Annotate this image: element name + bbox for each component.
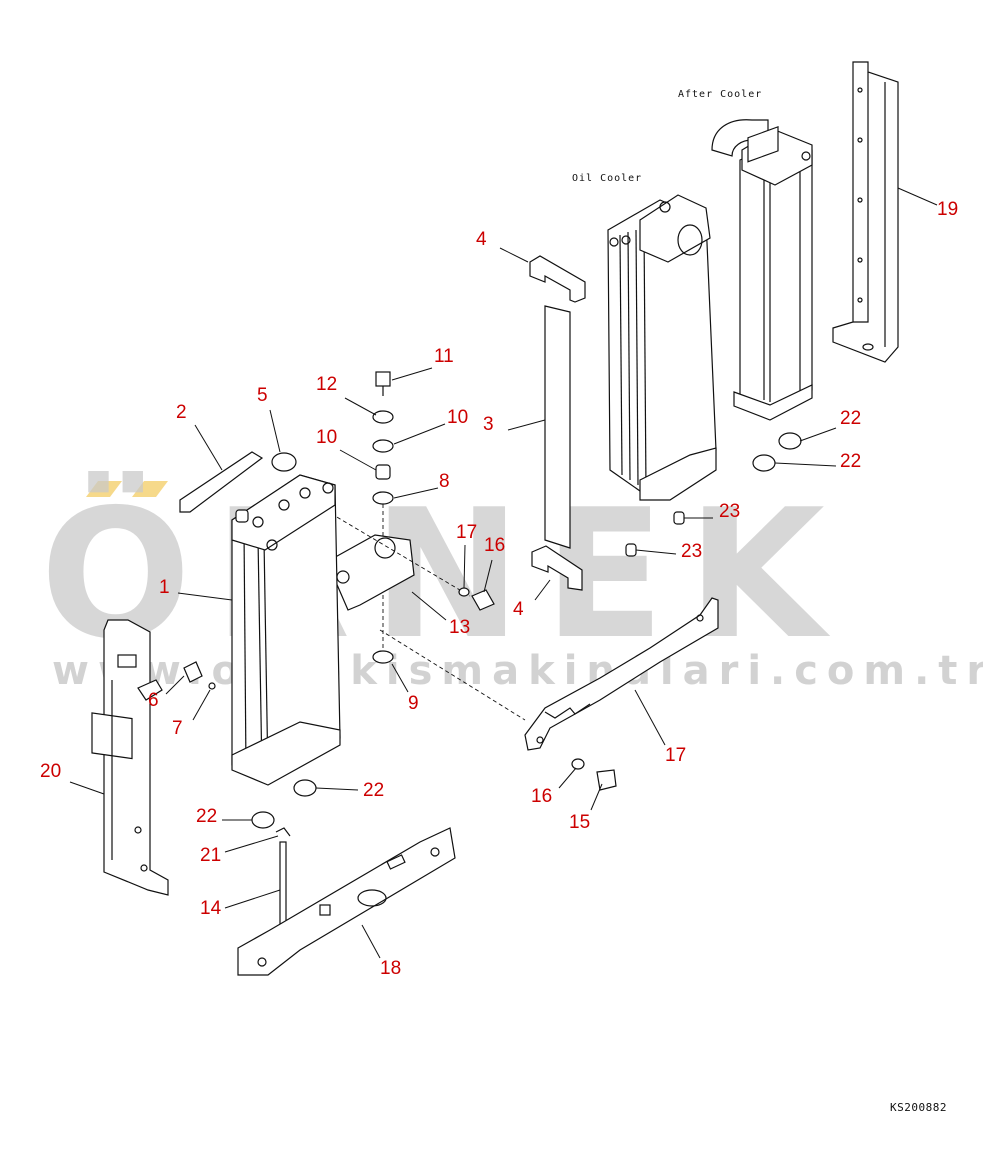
callout-16-top: 16 bbox=[484, 535, 505, 556]
callout-10-bottom: 9 bbox=[408, 693, 419, 714]
callout-17-top: 17 bbox=[456, 522, 477, 543]
callout-3: 3 bbox=[483, 414, 494, 435]
callout-22-a: 22 bbox=[840, 408, 861, 429]
watermark-brand: ÖRNEK bbox=[40, 471, 847, 678]
oil-cooler-caption: Oil Cooler bbox=[572, 173, 642, 184]
callout-8: 14 bbox=[200, 898, 222, 919]
callout-18: 17 bbox=[665, 745, 686, 766]
after-cooler bbox=[711, 119, 813, 421]
callout-11: 10 bbox=[316, 427, 337, 448]
callout-17-bottom: 16 bbox=[531, 786, 552, 807]
callout-22-d: 22 bbox=[196, 806, 217, 827]
callout-12: 10 bbox=[447, 407, 468, 428]
watermark-accent-left bbox=[86, 481, 122, 497]
part-5-cap bbox=[271, 452, 297, 472]
part-1-radiator bbox=[231, 474, 341, 786]
part-21-bracket bbox=[832, 61, 899, 363]
part-4-bracket-bottom bbox=[531, 545, 583, 591]
part-19-bracket bbox=[237, 827, 456, 976]
callout-15: 13 bbox=[449, 617, 470, 638]
part-3-seal-strip bbox=[544, 305, 571, 549]
callout-2: 2 bbox=[176, 402, 187, 423]
part-2-strip bbox=[179, 451, 264, 513]
callout-16-bottom: 15 bbox=[569, 812, 590, 833]
callout-1: 1 bbox=[159, 577, 170, 598]
callout-7: 7 bbox=[172, 718, 183, 739]
part-4-bracket-top bbox=[529, 255, 586, 303]
callout-13: 11 bbox=[434, 346, 454, 367]
after-cooler-caption: After Cooler bbox=[678, 89, 762, 100]
callout-20: 20 bbox=[40, 761, 61, 782]
caps-22 bbox=[251, 432, 802, 829]
watermark: ÖRNEK www.ornekismakinalari.com.tr bbox=[40, 471, 983, 694]
callout-4-bottom: 4 bbox=[513, 599, 524, 620]
oil-cooler bbox=[607, 194, 717, 501]
callout-21: 19 bbox=[937, 199, 958, 220]
part-20-bracket bbox=[91, 619, 169, 896]
callout-9: 21 bbox=[200, 845, 221, 866]
callout-19: 18 bbox=[380, 958, 401, 979]
callout-23-a: 23 bbox=[719, 501, 740, 522]
callout-22-c: 22 bbox=[363, 780, 384, 801]
callout-22-b: 22 bbox=[840, 451, 861, 472]
callout-4-top: 4 bbox=[476, 229, 487, 250]
callout-14: 12 bbox=[316, 374, 337, 395]
callout-23-b: 23 bbox=[681, 541, 702, 562]
callouts: 19 4 11 12 5 2 10 3 22 10 22 8 23 17 16 … bbox=[40, 199, 958, 979]
drawing-code: KS200882 bbox=[890, 1101, 947, 1114]
callout-6: 6 bbox=[148, 690, 159, 711]
watermark-accent-right bbox=[132, 481, 168, 497]
callout-5: 5 bbox=[257, 385, 268, 406]
bolt-16-lower bbox=[571, 758, 617, 791]
leader-lines bbox=[69, 187, 938, 959]
part-6-fitting bbox=[183, 661, 216, 690]
callout-10-top: 8 bbox=[439, 471, 450, 492]
watermark-url: www.ornekismakinalari.com.tr bbox=[52, 648, 983, 694]
part-18-bracket bbox=[379, 597, 719, 751]
fastener-stack bbox=[372, 371, 394, 664]
